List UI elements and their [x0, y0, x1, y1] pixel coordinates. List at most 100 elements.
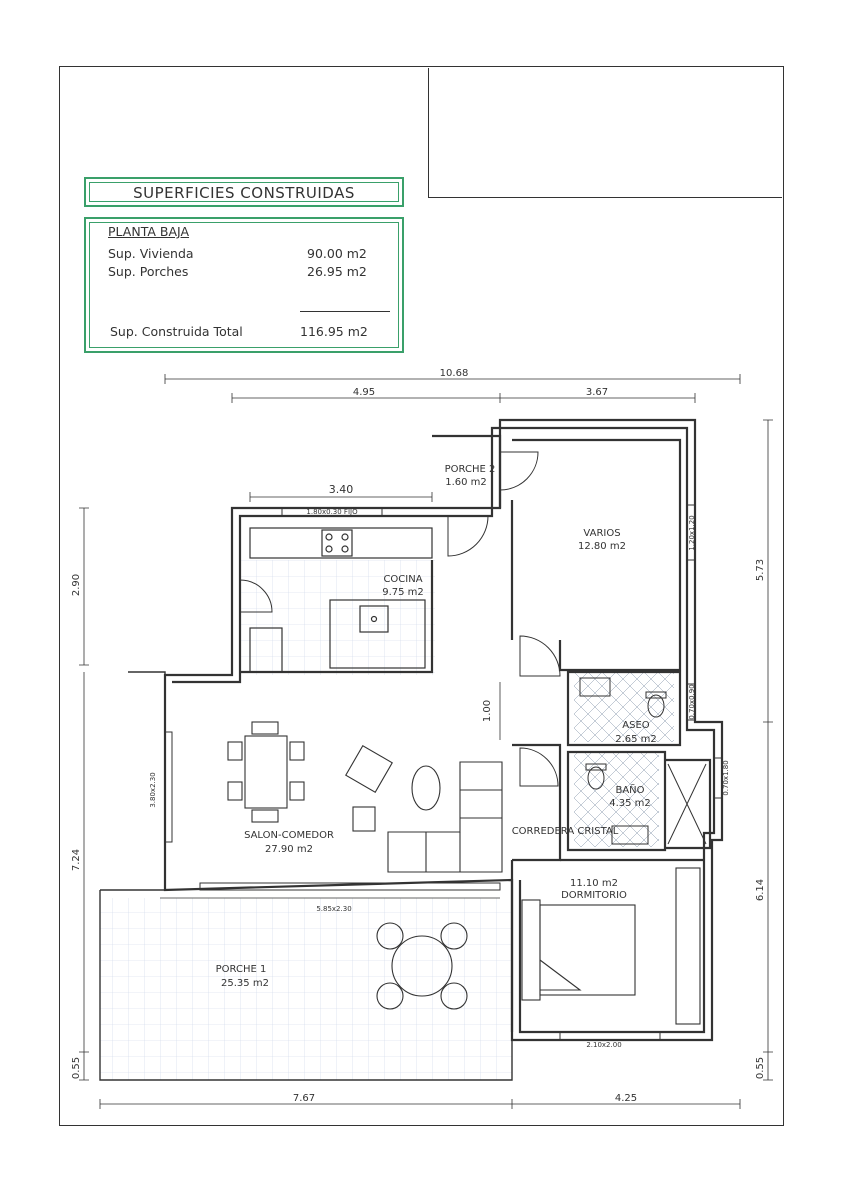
- kitchen-counter: [249, 527, 433, 559]
- kitchen-tiling: [240, 560, 435, 675]
- row-value-porches: 26.95 m2: [307, 264, 367, 279]
- summary-title: SUPERFICIES CONSTRUIDAS: [133, 184, 355, 202]
- window-salon-side: [164, 731, 173, 843]
- window-bano: [713, 757, 723, 799]
- shower-wall: [665, 758, 712, 850]
- kitchen-island: [329, 599, 426, 669]
- door-bath-hall: [519, 747, 559, 787]
- dim-right-small-text: 0.55: [755, 1057, 766, 1079]
- burner: [341, 545, 349, 553]
- dim-left-upper-text: 2.90: [71, 574, 82, 596]
- row-label-porches: Sup. Porches: [108, 264, 189, 279]
- fijo-label: 1.80x0.30 FIJO: [306, 508, 358, 516]
- total-label: Sup. Construida Total: [110, 324, 243, 339]
- win-aseo-label: 0.70x0.90: [688, 684, 696, 719]
- shower-tray: [667, 763, 707, 845]
- aseo-toilet: [647, 694, 665, 718]
- row-value-vivienda: 90.00 m2: [307, 246, 367, 261]
- sum-rule: [300, 311, 390, 312]
- dim-top-left-text: 4.95: [353, 387, 375, 398]
- summary-section: PLANTA BAJA: [108, 224, 190, 239]
- porch-chair: [440, 922, 468, 950]
- door-pantry: [239, 579, 273, 613]
- salon-name: SALON-COMEDOR: [244, 830, 334, 841]
- win-bano-label: 0.70x1.80: [722, 760, 730, 795]
- porche1-name: PORCHE 1: [216, 964, 267, 975]
- porch-chair: [440, 982, 468, 1010]
- title-block: [428, 68, 782, 198]
- dim-door-gap-text: 1.00: [482, 700, 493, 722]
- dormitorio-name: DORMITORIO: [561, 890, 627, 901]
- door-kitchen: [447, 515, 489, 557]
- bano-sink: [611, 825, 649, 845]
- chair: [289, 741, 305, 761]
- drawing-frame: [59, 66, 784, 1126]
- window-dorm: [559, 1031, 661, 1041]
- pillows: [521, 899, 541, 1001]
- porch1-tiling: [100, 898, 512, 1080]
- corredera-label: CORREDERA CRISTAL: [512, 826, 619, 837]
- dim-right-lower-text: 6.14: [755, 879, 766, 901]
- varios-name: VARIOS: [583, 528, 620, 539]
- exterior-wall-inner: [172, 426, 716, 1034]
- door-porch2: [499, 451, 539, 491]
- bed: [539, 904, 636, 996]
- side-table: [352, 806, 376, 832]
- window-salon-front: [199, 882, 501, 891]
- sofa-cushions: [425, 789, 502, 872]
- dim-total-width-text: 10.68: [440, 368, 469, 379]
- dim-total-width: [164, 374, 741, 384]
- bano-toilet: [587, 766, 605, 790]
- dim-top-right-text: 3.67: [586, 387, 608, 398]
- porche2-area: 1.60 m2: [445, 477, 487, 488]
- dim-left-small: [79, 1052, 89, 1081]
- window-aseo: [686, 683, 696, 721]
- win-salon-side-label: 3.80x2.30: [149, 772, 157, 807]
- dining-table: [244, 735, 288, 809]
- dim-right-upper-text: 5.73: [755, 559, 766, 581]
- porch2-wall: [432, 434, 502, 508]
- porche2-name: PORCHE 2: [445, 464, 496, 475]
- summary-header: SUPERFICIES CONSTRUIDAS: [84, 177, 404, 207]
- cocina-name: COCINA: [383, 574, 422, 585]
- chair: [289, 781, 305, 801]
- bano-wall: [566, 750, 667, 852]
- dormitorio-area: 11.10 m2: [570, 878, 618, 889]
- sofa: [387, 761, 503, 873]
- bano-area: 4.35 m2: [609, 798, 651, 809]
- dim-kitchen: [249, 492, 433, 502]
- varios-area: 12.80 m2: [578, 541, 626, 552]
- dorm-divider-wall: [510, 858, 704, 1032]
- dim-left-lower-text: 7.24: [71, 849, 82, 871]
- cooktop: [321, 529, 353, 557]
- win-salon-front-label: 5.85x2.30: [316, 905, 351, 913]
- dim-left-small-text: 0.55: [71, 1057, 82, 1079]
- chair: [227, 781, 243, 801]
- burner: [325, 533, 333, 541]
- sink-drain: [370, 615, 378, 623]
- fridge: [249, 627, 283, 673]
- porche1-area: 25.35 m2: [221, 978, 269, 989]
- aseo-area: 2.65 m2: [615, 734, 657, 745]
- aseo-toilet-tank: [645, 691, 667, 699]
- kitchen-bottom-wall: [240, 560, 434, 674]
- window-kitchen: [281, 507, 383, 517]
- chair: [251, 721, 279, 735]
- summary-table: [84, 217, 404, 353]
- win-dorm-label: 2.10x2.00: [586, 1041, 621, 1049]
- win-varios-label: 1.20x1.20: [688, 515, 696, 550]
- aseo-wall: [566, 670, 682, 747]
- aseo-name: ASEO: [622, 720, 650, 731]
- burner: [325, 545, 333, 553]
- bano-toilet-tank: [585, 763, 607, 771]
- door-varios: [519, 635, 561, 677]
- bano-tiling: [574, 752, 659, 847]
- dim-top-right: [500, 393, 696, 403]
- chair: [251, 809, 279, 823]
- bano-name: BAÑO: [615, 783, 644, 796]
- porch-chair: [376, 982, 404, 1010]
- coffee-table: [411, 765, 441, 811]
- chair: [227, 741, 243, 761]
- wardrobe: [675, 867, 701, 1025]
